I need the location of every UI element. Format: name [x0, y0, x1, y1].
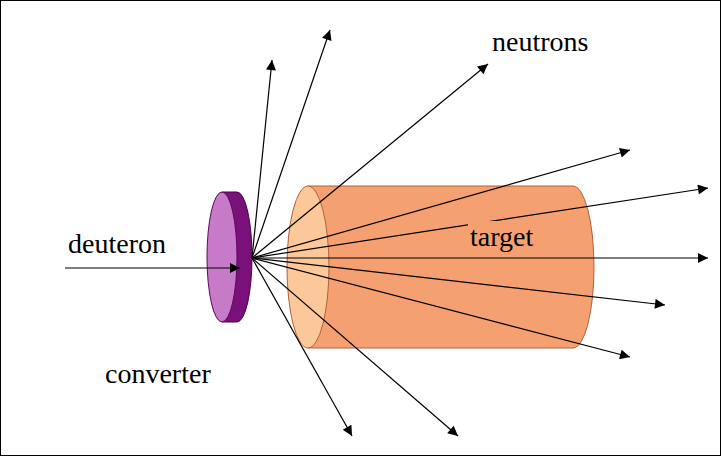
neutron-ray	[252, 150, 630, 258]
radiation-label: neutrons	[492, 26, 588, 58]
beam-label: deuteron	[68, 228, 166, 260]
converter-disc: converter	[205, 190, 257, 324]
node-label: converter	[105, 358, 211, 390]
neutron-ray	[252, 30, 330, 258]
disc-face	[207, 192, 237, 322]
neutron-ray	[252, 64, 488, 258]
node-label: target	[468, 221, 535, 253]
cylinder-face	[287, 186, 329, 348]
neutron-ray	[252, 258, 458, 436]
neutron-ray	[252, 188, 708, 258]
neutron-ray	[252, 258, 665, 305]
cylinder-body	[308, 186, 594, 348]
node-outline	[205, 190, 257, 324]
neutron-ray	[252, 257, 708, 258]
neutron-ray	[252, 258, 352, 436]
deuteron-beam	[65, 267, 240, 268]
